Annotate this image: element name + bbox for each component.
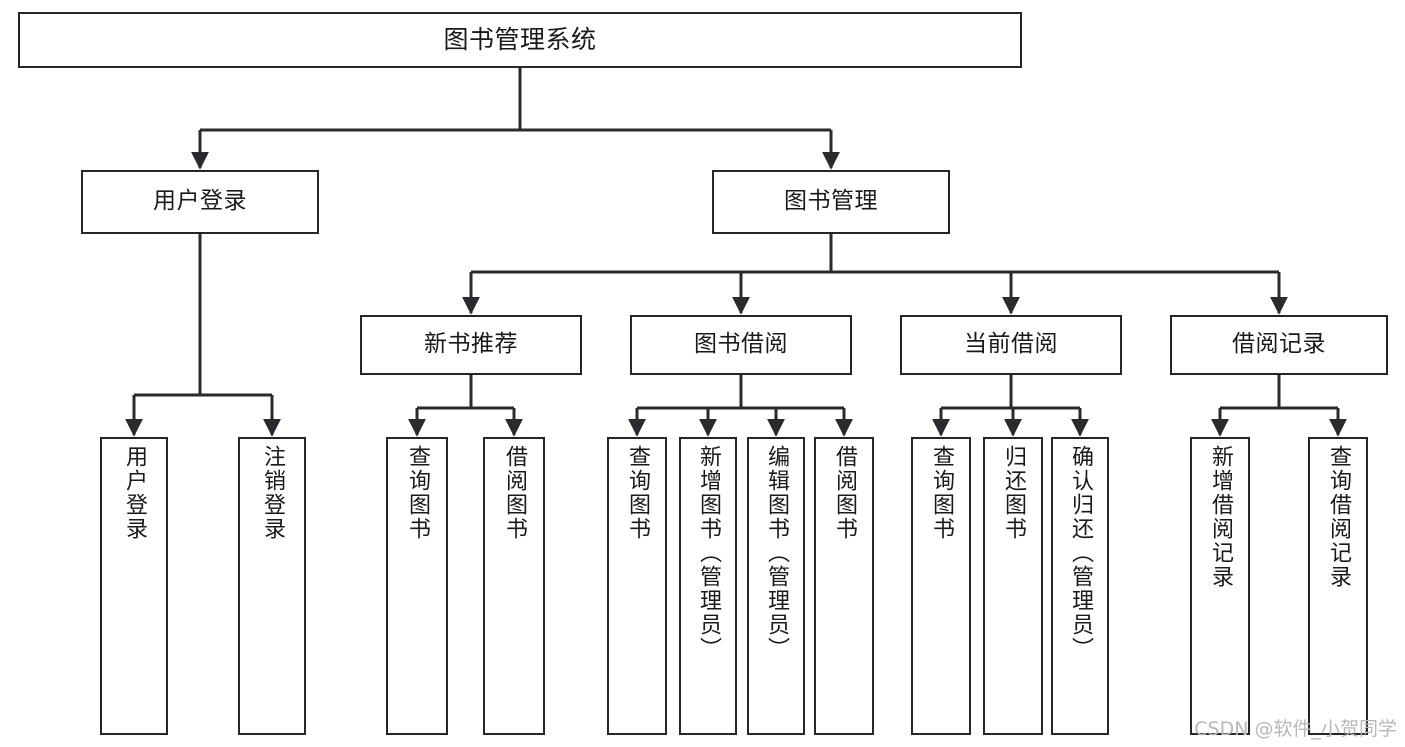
node-book-borrow-label: 图书借阅 — [694, 331, 788, 358]
node-leaf-query-book-recommend-label: 查询图书 — [405, 445, 430, 541]
watermark-label: CSDN @软件_小贺同学 — [1194, 718, 1397, 740]
node-new-book-recommend-label: 新书推荐 — [424, 331, 518, 358]
node-leaf-logout-label: 注销登录 — [260, 445, 285, 541]
node-leaf-query-book-borrow-label: 查询图书 — [625, 445, 650, 541]
node-leaf-edit-book-label: 编辑图书（管理员） — [764, 445, 789, 661]
node-leaf-query-book-borrow[interactable]: 查询图书 — [607, 437, 667, 735]
node-user-login-label: 用户登录 — [153, 188, 247, 215]
node-book-management[interactable]: 图书管理 — [712, 170, 950, 234]
node-leaf-query-borrow-record[interactable]: 查询借阅记录 — [1308, 437, 1368, 735]
node-root[interactable]: 图书管理系统 — [18, 12, 1022, 68]
node-leaf-user-login-label: 用户登录 — [122, 445, 147, 541]
node-leaf-return-book[interactable]: 归还图书 — [983, 437, 1043, 735]
node-leaf-edit-book[interactable]: 编辑图书（管理员） — [747, 437, 805, 735]
node-leaf-add-borrow-record-label: 新增借阅记录 — [1208, 445, 1233, 589]
node-borrow-record[interactable]: 借阅记录 — [1170, 315, 1388, 375]
node-new-book-recommend[interactable]: 新书推荐 — [360, 315, 582, 375]
node-leaf-query-book-current[interactable]: 查询图书 — [911, 437, 971, 735]
node-leaf-borrow-book[interactable]: 借阅图书 — [814, 437, 874, 735]
node-borrow-record-label: 借阅记录 — [1232, 331, 1326, 358]
node-user-login[interactable]: 用户登录 — [81, 170, 319, 234]
node-leaf-confirm-return[interactable]: 确认归还（管理员） — [1051, 437, 1109, 735]
node-current-borrow-label: 当前借阅 — [964, 331, 1058, 358]
node-leaf-confirm-return-label: 确认归还（管理员） — [1068, 445, 1093, 661]
node-leaf-query-borrow-record-label: 查询借阅记录 — [1326, 445, 1351, 589]
node-leaf-borrow-book-recommend[interactable]: 借阅图书 — [483, 437, 545, 735]
node-leaf-add-book-label: 新增图书（管理员） — [696, 445, 721, 661]
node-leaf-logout[interactable]: 注销登录 — [238, 437, 306, 735]
node-leaf-borrow-book-recommend-label: 借阅图书 — [502, 445, 527, 541]
node-book-management-label: 图书管理 — [784, 188, 878, 215]
node-leaf-query-book-current-label: 查询图书 — [929, 445, 954, 541]
node-leaf-add-borrow-record[interactable]: 新增借阅记录 — [1190, 437, 1250, 735]
node-leaf-query-book-recommend[interactable]: 查询图书 — [386, 437, 448, 735]
node-leaf-user-login[interactable]: 用户登录 — [100, 437, 168, 735]
node-current-borrow[interactable]: 当前借阅 — [900, 315, 1122, 375]
node-leaf-return-book-label: 归还图书 — [1001, 445, 1026, 541]
node-book-borrow[interactable]: 图书借阅 — [630, 315, 852, 375]
node-leaf-borrow-book-label: 借阅图书 — [832, 445, 857, 541]
node-root-label: 图书管理系统 — [443, 25, 597, 55]
node-leaf-add-book[interactable]: 新增图书（管理员） — [679, 437, 737, 735]
